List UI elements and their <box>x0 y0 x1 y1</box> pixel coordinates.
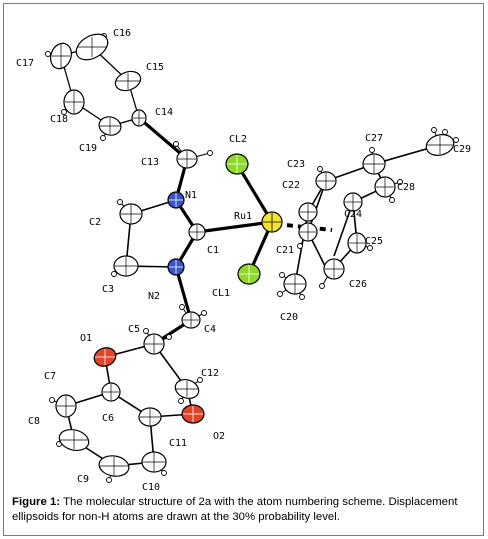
atom-c22 <box>298 202 318 222</box>
atom-n1 <box>167 191 185 209</box>
label-c16: C16 <box>113 28 131 39</box>
atom-c9 <box>98 455 130 477</box>
caption-label: Figure 1: <box>12 496 61 508</box>
label-c13: C13 <box>141 157 159 168</box>
label-c22: C22 <box>282 180 300 191</box>
atom-c12 <box>174 378 200 400</box>
label-c24: C24 <box>344 209 362 220</box>
atom-c26 <box>323 258 345 280</box>
atom-c21 <box>298 222 318 242</box>
atom-c4 <box>181 311 201 329</box>
label-c10: C10 <box>142 482 160 493</box>
atom-c15 <box>114 70 142 92</box>
label-c7: C7 <box>44 371 56 382</box>
label-c2: C2 <box>89 217 101 228</box>
label-c20: C20 <box>280 312 298 323</box>
atom-labels: C16 C17 C15 C18 C14 C19 C13 CL2 C27 C29 … <box>16 28 471 493</box>
atom-ru1 <box>261 211 283 233</box>
label-o2: O2 <box>213 431 225 442</box>
atom-c13 <box>176 149 198 169</box>
label-c26: C26 <box>349 279 367 290</box>
atom-c7 <box>55 394 77 418</box>
atom-c16 <box>75 33 109 61</box>
label-c9: C9 <box>77 474 89 485</box>
atom-c25 <box>347 232 367 254</box>
atom-n2 <box>167 258 185 276</box>
molecular-structure-diagram: C16 C17 C15 C18 C14 C19 C13 CL2 C27 C29 … <box>16 28 471 493</box>
label-c12: C12 <box>201 368 219 379</box>
heteroatoms <box>93 153 283 424</box>
atom-c23 <box>315 171 337 191</box>
atom-c3 <box>113 255 139 277</box>
atom-cl1 <box>237 263 261 285</box>
atom-c2 <box>119 203 143 225</box>
carbon-atoms <box>50 33 455 477</box>
label-c25: C25 <box>365 236 383 247</box>
label-c6: C6 <box>102 413 114 424</box>
label-c18: C18 <box>50 114 68 125</box>
label-o1: O1 <box>80 333 92 344</box>
hydrogen-atoms <box>45 33 459 483</box>
atom-c10 <box>141 451 167 473</box>
atom-c19 <box>98 116 122 136</box>
figure-frame: C16 C17 C15 C18 C14 C19 C13 CL2 C27 C29 … <box>3 3 484 536</box>
label-c29: C29 <box>453 144 471 155</box>
atom-cl2 <box>225 153 249 175</box>
label-cl1: CL1 <box>212 288 230 299</box>
label-c1: C1 <box>207 245 219 256</box>
label-c19: C19 <box>79 143 97 154</box>
label-c5: C5 <box>128 324 140 335</box>
label-n1: N1 <box>185 190 197 201</box>
label-c21: C21 <box>276 245 294 256</box>
label-c17: C17 <box>16 58 34 69</box>
label-ru1: Ru1 <box>234 211 252 222</box>
atom-c18 <box>63 89 85 115</box>
atom-c20 <box>283 273 307 295</box>
atom-c1 <box>188 223 206 241</box>
label-c27: C27 <box>365 133 383 144</box>
label-c3: C3 <box>102 284 114 295</box>
atom-c24 <box>343 192 363 212</box>
atom-c11 <box>138 407 162 427</box>
caption-text: The molecular structure of 2a with the a… <box>12 496 458 523</box>
atom-c27 <box>362 153 386 175</box>
atom-c6 <box>101 382 121 402</box>
atom-c28 <box>374 176 396 198</box>
atom-c8 <box>58 428 90 452</box>
label-c14: C14 <box>155 107 173 118</box>
atom-c17 <box>50 42 72 70</box>
atom-o2 <box>181 404 205 424</box>
label-n2: N2 <box>148 291 160 302</box>
label-c15: C15 <box>146 62 164 73</box>
label-c4: C4 <box>204 324 216 335</box>
ru-arene-centroid-bond <box>275 222 333 232</box>
figure-caption: Figure 1: The molecular structure of 2a … <box>12 495 482 525</box>
label-c8: C8 <box>28 416 40 427</box>
label-cl2: CL2 <box>229 134 247 145</box>
atom-c5 <box>143 333 165 355</box>
label-c23: C23 <box>287 159 305 170</box>
atom-c29 <box>425 134 455 156</box>
label-c28: C28 <box>397 182 415 193</box>
atom-o1 <box>93 347 117 367</box>
label-c11: C11 <box>169 438 187 449</box>
atom-c14 <box>131 109 147 127</box>
